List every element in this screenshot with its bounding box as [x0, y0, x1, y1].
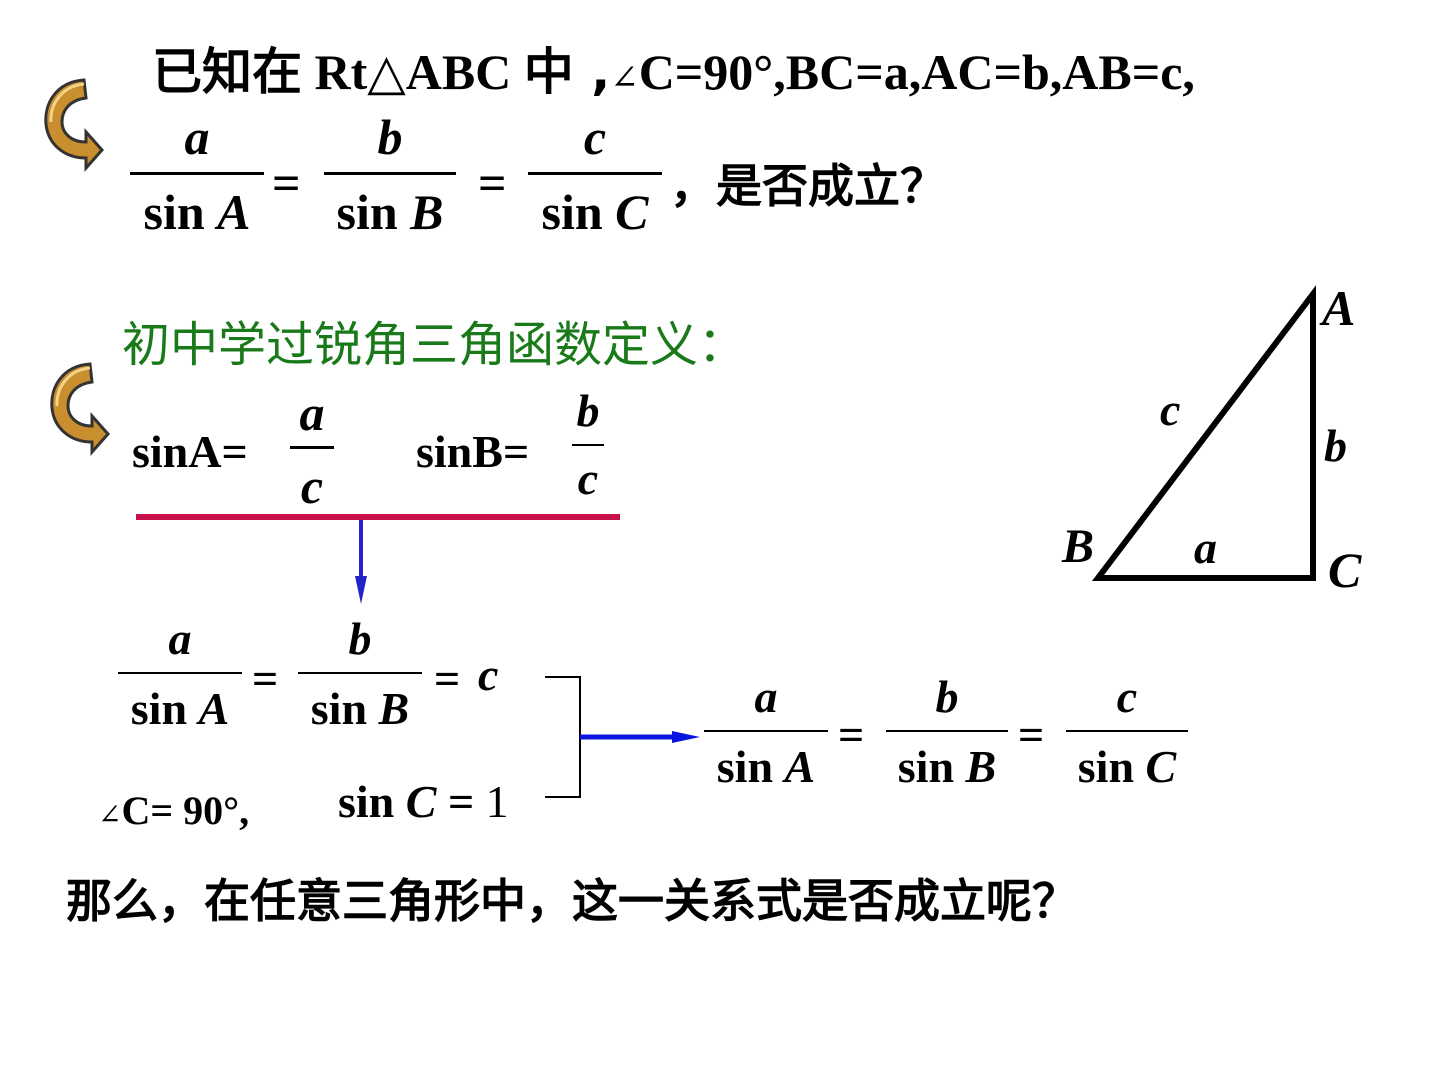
sinC-equals-1: sin C = 1 — [338, 776, 509, 827]
fraction-c-over-sinC: c sin C — [1066, 674, 1188, 790]
curved-arrow-icon — [42, 356, 112, 456]
sinB-label: sinB= — [416, 426, 530, 477]
vertex-label-B: B — [1062, 520, 1095, 573]
fraction-a-over-sinA: a sin A — [118, 616, 242, 732]
question-text: ，是否成立？ — [670, 159, 946, 213]
question-line: 已知在 Rt△ABC 中 ,∠C=90°,BC=a,AC=b,AB=c, — [152, 42, 1195, 109]
side-label-b: b — [1324, 420, 1347, 471]
equals-sign: = — [434, 653, 461, 704]
fraction-b-over-sinB: b sin B — [886, 674, 1008, 790]
curved-arrow-icon — [36, 72, 106, 172]
fraction-a-over-sinA: a sin A — [704, 674, 828, 790]
side-label-c: c — [1160, 384, 1181, 435]
side-label-a: a — [1194, 522, 1217, 573]
equals-sign: = — [478, 155, 507, 211]
equals-sign: = — [272, 155, 301, 211]
angle-symbol: ∠ — [610, 60, 639, 97]
fraction-b-over-c: b c — [572, 388, 604, 502]
section-heading: 初中学过锐角三角函数定义： — [122, 317, 747, 373]
angle-symbol: ∠ — [98, 800, 122, 831]
rhs-c: c — [478, 649, 499, 700]
fraction-a-over-c: a c — [290, 388, 334, 511]
fraction-b-over-sinB: b sin B — [324, 112, 456, 237]
triangle-name: Rt△ABC — [314, 44, 512, 100]
equals-sign: = — [838, 709, 865, 760]
fraction-a-over-sinA: a sin A — [130, 112, 264, 237]
equals-sign: = — [1018, 709, 1045, 760]
fraction-c-over-sinC: c sin C — [528, 112, 662, 237]
question-mid: 中 , — [523, 43, 611, 101]
sinA-label: sinA= — [132, 426, 248, 477]
equals-sign: = — [252, 653, 279, 704]
vertex-label-C: C — [1328, 542, 1362, 598]
fraction-b-over-sinB: b sin B — [298, 616, 422, 732]
vertex-label-A: A — [1322, 280, 1356, 336]
final-question: 那么，在任意三角形中，这一关系式是否成立呢？ — [66, 874, 1078, 928]
given-conditions: C=90°,BC=a,AC=b,AB=c, — [638, 44, 1195, 100]
angle-condition: ∠C= 90°, — [98, 788, 250, 833]
question-prefix: 已知在 — [152, 43, 302, 101]
